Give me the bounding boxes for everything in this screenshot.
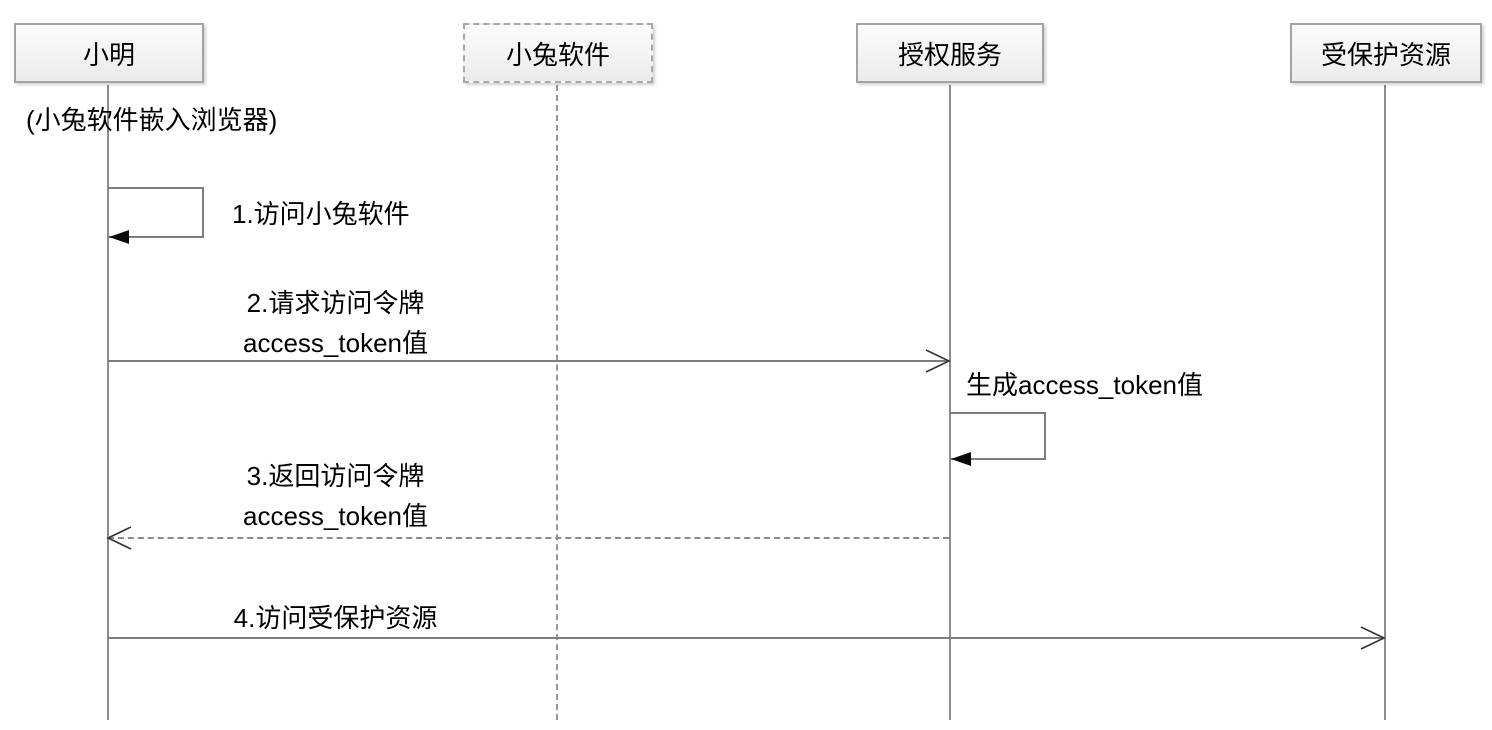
lifeline-auth-service (949, 85, 951, 720)
message-3-label: 3.返回访问令牌 access_token值 (133, 456, 538, 536)
actor-box-xiaotu-app: 小兔软件 (463, 23, 653, 83)
message-1-filled-arrowhead-icon (109, 230, 129, 244)
message-4-label-line1: 4.访问受保护资源 (233, 603, 438, 633)
generate-token-filled-arrowhead-icon (951, 452, 971, 466)
actor-box-protected-resource: 受保护资源 (1290, 23, 1482, 83)
message-2-label: 2.请求访问令牌 access_token值 (133, 283, 538, 363)
generate-token-label: 生成access_token值 (966, 370, 1203, 400)
generate-token-self-loop (950, 412, 1046, 460)
message-4-line (108, 637, 1384, 639)
message-2-label-line2: access_token值 (243, 328, 428, 358)
message-3-label-line1: 3.返回访问令牌 (246, 461, 425, 491)
actor-label-xiaoming: 小明 (82, 39, 135, 70)
lifeline-protected-resource (1384, 85, 1386, 720)
actor-box-xiaoming: 小明 (14, 23, 204, 83)
message-4-open-arrowhead-icon (1360, 626, 1386, 650)
actor-label-auth-service: 授权服务 (897, 39, 1002, 70)
message-1-label: 1.访问小兔软件 (232, 199, 410, 229)
lifeline-xiaotu-app (556, 85, 558, 720)
actor-subtitle-xiaoming: (小兔软件嵌入浏览器) (26, 105, 278, 135)
message-3-line (108, 537, 949, 539)
actor-label-xiaotu-app: 小兔软件 (505, 39, 610, 70)
message-3-label-line2: access_token值 (243, 501, 428, 531)
message-4-label: 4.访问受保护资源 (133, 598, 538, 638)
message-3-open-arrowhead-icon (106, 526, 132, 550)
message-2-label-line1: 2.请求访问令牌 (246, 288, 425, 318)
lifeline-xiaoming (107, 85, 109, 720)
message-1-self-loop (108, 187, 204, 238)
message-2-line (108, 360, 949, 362)
message-2-open-arrowhead-icon (925, 349, 951, 373)
actor-label-protected-resource: 受保护资源 (1320, 39, 1451, 70)
actor-box-auth-service: 授权服务 (856, 23, 1044, 83)
